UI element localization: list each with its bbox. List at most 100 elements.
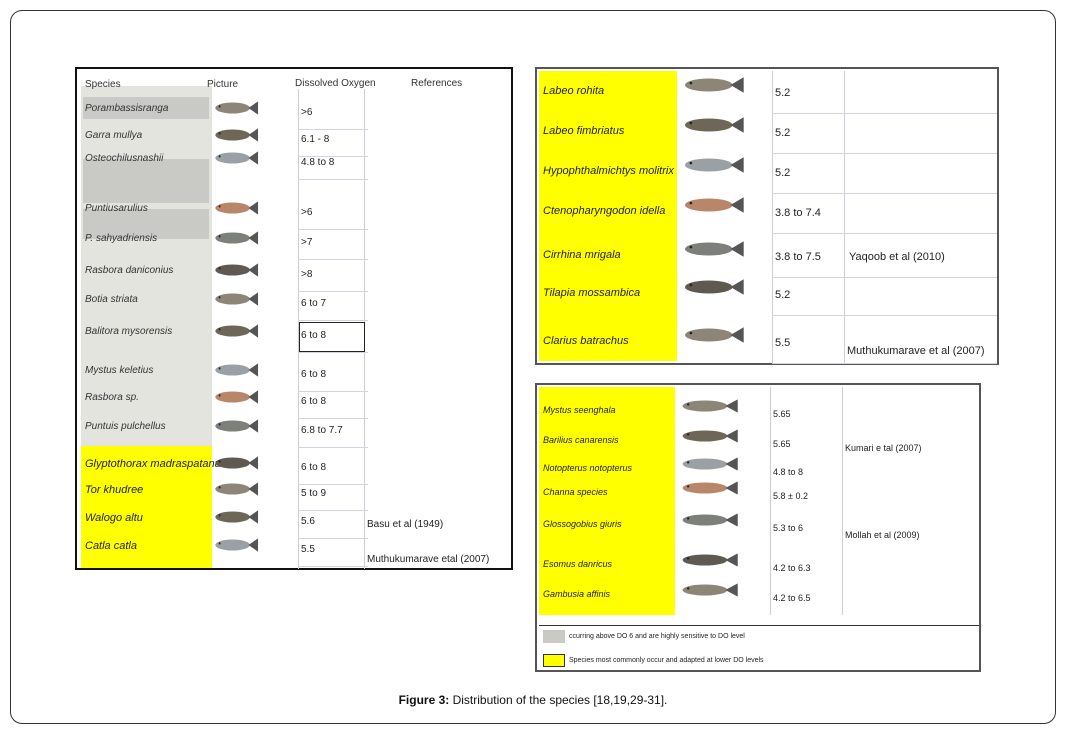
fish-icon (679, 274, 745, 300)
fish-icon (211, 478, 259, 500)
row-divider (772, 153, 997, 154)
fish-picture (677, 425, 739, 447)
species-name: Rasbora daniconius (85, 265, 174, 276)
dissolved-oxygen-value: 4.8 to 8 (773, 467, 804, 477)
gray-species-column (81, 86, 212, 446)
fish-picture (211, 97, 259, 119)
fish-picture (211, 227, 259, 249)
dissolved-oxygen-value: >8 (301, 269, 313, 280)
fish-icon (211, 534, 259, 556)
fish-icon (677, 425, 739, 447)
species-name: Osteochilusnashii (85, 153, 164, 164)
row-divider (298, 129, 368, 130)
fish-picture (211, 386, 259, 408)
fish-icon (211, 506, 259, 528)
species-name: Rasbora sp. (85, 392, 139, 403)
dissolved-oxygen-value: 5.2 (775, 167, 791, 179)
species-name: Garra mullya (85, 130, 143, 141)
fish-picture (211, 320, 259, 342)
reference-mollah: Mollah et al (2009) (845, 530, 920, 540)
column-divider (844, 71, 845, 363)
species-name: Tilapia mossambica (543, 287, 641, 299)
fish-picture (211, 478, 259, 500)
fish-icon (677, 395, 739, 417)
fish-icon (677, 453, 739, 475)
species-name: P. sahyadriensis (85, 233, 158, 244)
dissolved-oxygen-value: >6 (301, 207, 313, 218)
row-divider (772, 363, 997, 364)
dissolved-oxygen-value: 5.2 (775, 289, 791, 301)
dissolved-oxygen-value: 5.65 (773, 409, 791, 419)
species-name: Mystus seenghala (543, 405, 616, 415)
species-name: Barilius canarensis (543, 435, 619, 445)
dissolved-oxygen-value: 6 to 8 (301, 396, 327, 407)
species-name: Puntuis pulchellus (85, 421, 166, 432)
column-divider (772, 71, 773, 363)
highlight-cell (299, 322, 365, 352)
fish-picture (679, 322, 745, 348)
legend-gray-text: ccurring above DO 6 and are highly sensi… (569, 633, 745, 640)
species-name: Hypophthalmichtys molitrix (543, 165, 674, 177)
row-divider (298, 538, 368, 539)
dissolved-oxygen-value: 5.2 (775, 127, 791, 139)
fish-icon (677, 509, 739, 531)
fish-picture (211, 506, 259, 528)
fish-picture (679, 236, 745, 262)
reference-muthukumarave: Muthukumarave et al (2007) (847, 345, 985, 357)
species-name: Puntiusarulius (85, 203, 148, 214)
dissolved-oxygen-value: 3.8 to 7.4 (775, 207, 821, 219)
species-name: Glyptothorax madraspatanum (85, 458, 230, 470)
legend: ccurring above DO 6 and are highly sensi… (539, 625, 979, 672)
dissolved-oxygen-value: 6.1 - 8 (301, 134, 330, 145)
species-name: Tor khudree (85, 484, 144, 496)
fish-icon (211, 97, 259, 119)
fish-picture (211, 124, 259, 146)
row-divider (298, 259, 368, 260)
reference-yaqoob: Yaqoob et al (2010) (849, 251, 945, 263)
fish-picture (211, 259, 259, 281)
reference-basu: Basu et al (1949) (367, 519, 444, 530)
fish-icon (211, 320, 259, 342)
dissolved-oxygen-value: 5.65 (773, 439, 791, 449)
dissolved-oxygen-value: 5.3 to 6 (773, 523, 804, 533)
species-name: Catla catla (85, 540, 137, 552)
fish-picture (679, 192, 745, 218)
fish-picture (677, 477, 739, 499)
caption-label: Figure 3: (398, 693, 450, 707)
dissolved-oxygen-value: 5 to 9 (301, 488, 327, 499)
header-species: Species (85, 79, 121, 90)
gray-species-box (83, 159, 209, 203)
gray-species-box (83, 97, 209, 119)
species-name: Channa species (543, 487, 608, 497)
species-name: Clarius batrachus (543, 335, 629, 347)
column-divider (770, 387, 771, 615)
species-name: Labeo fimbriatus (543, 125, 625, 137)
row-divider (772, 315, 997, 316)
fish-icon (679, 72, 745, 98)
fish-picture (677, 395, 739, 417)
fish-picture (677, 579, 739, 601)
row-divider (298, 484, 368, 485)
species-name: Ctenopharyngodon idella (543, 205, 666, 217)
fish-picture (211, 452, 259, 474)
species-name: Notopterus notopterus (543, 463, 633, 473)
species-table-left: Species Picture Dissolved Oxygen Referen… (75, 67, 513, 570)
fish-picture (679, 152, 745, 178)
gray-species-box (83, 209, 209, 239)
row-divider (298, 156, 368, 157)
header-dissolved-oxygen: Dissolved Oxygen (295, 78, 376, 89)
row-divider (298, 229, 368, 230)
row-divider (772, 113, 997, 114)
species-name: Walogo altu (85, 512, 143, 524)
dissolved-oxygen-value: 5.2 (775, 87, 791, 99)
fish-picture (211, 534, 259, 556)
fish-picture (679, 274, 745, 300)
dissolved-oxygen-value: 5.8 ± 0.2 (773, 491, 808, 501)
fish-icon (211, 147, 259, 169)
figure-caption: Figure 3: Distribution of the species [1… (0, 693, 1066, 707)
row-divider (298, 352, 368, 353)
fish-picture (211, 359, 259, 381)
fish-icon (211, 227, 259, 249)
